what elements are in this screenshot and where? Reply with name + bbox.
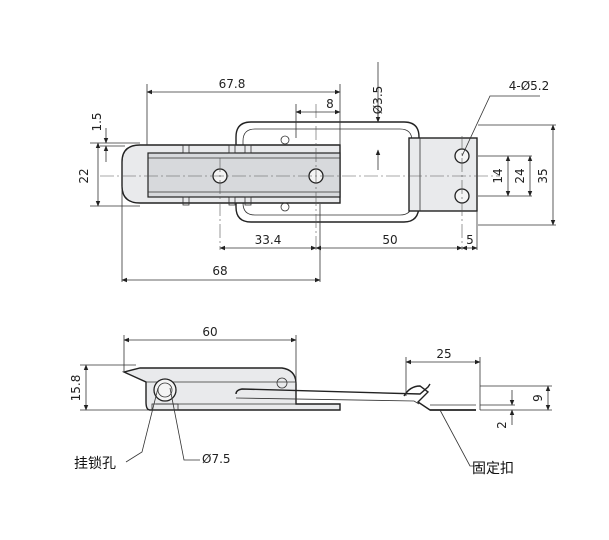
- dim-22: 22: [77, 168, 91, 183]
- dim-5: 5: [466, 233, 474, 247]
- label-padlock-hole: 挂锁孔: [74, 456, 116, 472]
- dim-14: 14: [491, 168, 505, 183]
- dim-4-5-2: 4-Ø5.2: [509, 79, 550, 93]
- dim-33-4: 33.4: [255, 233, 282, 247]
- side-view: 60 15.8 25 9 2 Ø7.5 挂锁孔 固定扣: [69, 325, 552, 477]
- side-catch: [403, 385, 476, 411]
- dim-35: 35: [536, 168, 550, 183]
- dim-50: 50: [382, 233, 397, 247]
- lever: [147, 152, 341, 198]
- dim-9: 9: [531, 394, 545, 402]
- top-view: 67.8 8 Ø3.5 4-Ø5.2 1.5 22 14 24 35 33.4 …: [77, 62, 556, 283]
- dim-25: 25: [436, 347, 451, 361]
- dim-15-8: 15.8: [69, 375, 83, 402]
- dim-60: 60: [202, 325, 217, 339]
- dim-2: 2: [495, 421, 509, 429]
- side-wire: [235, 383, 431, 395]
- dim-3-5: Ø3.5: [371, 86, 385, 115]
- padlock-hole: [153, 378, 177, 402]
- dim-8: 8: [326, 97, 334, 111]
- dim-1-5: 1.5: [90, 112, 104, 131]
- dim-7-5: Ø7.5: [202, 452, 231, 466]
- label-fixed-catch: 固定扣: [472, 461, 514, 477]
- dim-67-8: 67.8: [219, 77, 246, 91]
- side-body: [121, 367, 341, 411]
- dim-24: 24: [513, 168, 527, 183]
- dim-68: 68: [212, 264, 227, 278]
